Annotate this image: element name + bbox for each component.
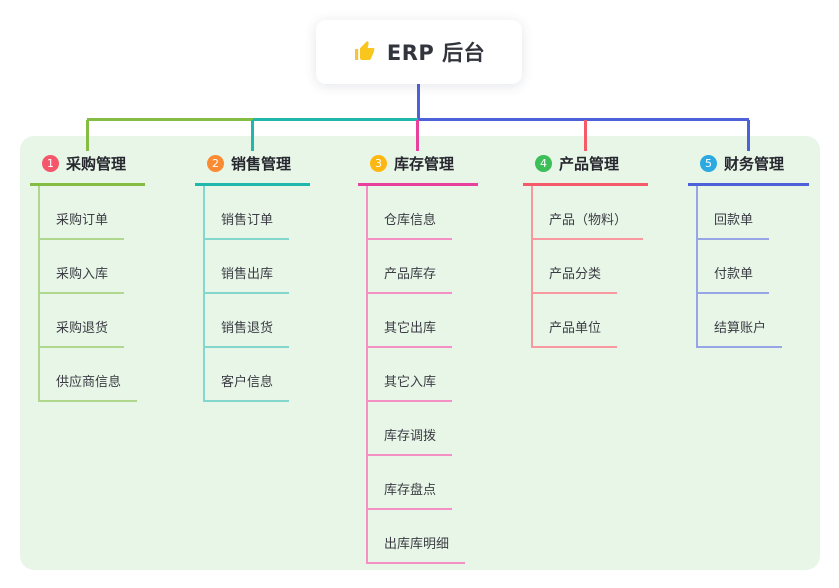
branch-title-label: 产品管理 <box>559 155 620 173</box>
branch-column: 5 财务管理 回款单付款单结算账户 <box>688 146 809 348</box>
branch-node[interactable]: 2 销售管理 <box>195 146 310 186</box>
branch-children: 产品（物料） 产品分类产品单位 <box>531 186 648 348</box>
child-node[interactable]: 产品单位 <box>533 317 618 348</box>
child-row: 客户信息 <box>205 348 310 402</box>
child-row: 采购入库 <box>40 240 145 294</box>
child-row: 回款单 <box>698 186 809 240</box>
child-row: 结算账户 <box>698 294 809 348</box>
child-row: 库存调拨 <box>368 402 478 456</box>
connector-root-stem <box>417 84 420 121</box>
child-row: 产品分类 <box>533 240 648 294</box>
branch-children: 回款单付款单结算账户 <box>696 186 809 348</box>
child-row: 付款单 <box>698 240 809 294</box>
connector-branch-drop <box>416 120 419 151</box>
child-node[interactable]: 供应商信息 <box>40 371 138 402</box>
branch-title-label: 采购管理 <box>66 155 127 173</box>
connector-bus-segment <box>87 118 253 121</box>
branch-node[interactable]: 1 采购管理 <box>30 146 145 186</box>
branch-children: 销售订单销售出库销售退货客户信息 <box>203 186 310 402</box>
branch-title-label: 库存管理 <box>394 155 455 173</box>
child-node[interactable]: 结算账户 <box>698 317 783 348</box>
child-node[interactable]: 库存调拨 <box>368 425 453 456</box>
branch-title-label: 销售管理 <box>231 155 292 173</box>
branch-number-badge: 2 <box>207 155 224 172</box>
branch-column: 1 采购管理 采购订单采购入库采购退货供应商信息 <box>30 146 145 402</box>
child-row: 产品（物料） <box>533 186 648 240</box>
child-node[interactable]: 采购入库 <box>40 263 125 294</box>
child-node[interactable]: 付款单 <box>698 263 770 294</box>
child-row: 采购订单 <box>40 186 145 240</box>
connector-bus-segment <box>418 118 749 121</box>
branch-column: 2 销售管理 销售订单销售出库销售退货客户信息 <box>195 146 310 402</box>
child-node[interactable]: 产品分类 <box>533 263 618 294</box>
child-node[interactable]: 回款单 <box>698 209 770 240</box>
child-node[interactable]: 销售出库 <box>205 263 290 294</box>
child-node[interactable]: 出库库明细 <box>368 533 466 564</box>
branch-node[interactable]: 3 库存管理 <box>358 146 478 186</box>
connector-branch-drop <box>86 120 89 151</box>
child-node[interactable]: 销售订单 <box>205 209 290 240</box>
branch-number-badge: 1 <box>42 155 59 172</box>
child-node[interactable]: 客户信息 <box>205 371 290 402</box>
branches-panel <box>20 136 820 570</box>
connector-branch-drop <box>747 120 750 151</box>
connector-branch-drop <box>251 120 254 151</box>
child-node[interactable]: 其它出库 <box>368 317 453 348</box>
child-row: 供应商信息 <box>40 348 145 402</box>
child-row: 其它入库 <box>368 348 478 402</box>
root-title: ERP 后台 <box>386 41 486 65</box>
child-row: 出库库明细 <box>368 510 478 564</box>
child-row: 采购退货 <box>40 294 145 348</box>
branch-children: 采购订单采购入库采购退货供应商信息 <box>38 186 145 402</box>
branch-column: 4 产品管理 产品（物料） 产品分类产品单位 <box>523 146 648 348</box>
child-row: 销售退货 <box>205 294 310 348</box>
child-node[interactable]: 其它入库 <box>368 371 453 402</box>
branch-title-label: 财务管理 <box>724 155 785 173</box>
child-node[interactable]: 采购订单 <box>40 209 125 240</box>
child-node[interactable]: 采购退货 <box>40 317 125 348</box>
child-node[interactable]: 库存盘点 <box>368 479 453 510</box>
child-node[interactable]: 产品库存 <box>368 263 453 294</box>
branch-node[interactable]: 4 产品管理 <box>523 146 648 186</box>
thumbs-up-icon <box>354 41 375 60</box>
child-row: 库存盘点 <box>368 456 478 510</box>
child-node[interactable]: 产品（物料） <box>533 209 644 240</box>
child-row: 产品库存 <box>368 240 478 294</box>
root-node[interactable]: ERP 后台 <box>316 20 522 84</box>
child-row: 销售出库 <box>205 240 310 294</box>
branch-children: 仓库信息产品库存其它出库其它入库库存调拨库存盘点出库库明细 <box>366 186 478 564</box>
branch-number-badge: 4 <box>535 155 552 172</box>
connector-branch-drop <box>584 120 587 151</box>
child-node[interactable]: 销售退货 <box>205 317 290 348</box>
child-row: 其它出库 <box>368 294 478 348</box>
branch-number-badge: 3 <box>370 155 387 172</box>
child-row: 产品单位 <box>533 294 648 348</box>
child-row: 销售订单 <box>205 186 310 240</box>
branch-column: 3 库存管理 仓库信息产品库存其它出库其它入库库存调拨库存盘点出库库明细 <box>358 146 478 564</box>
child-row: 仓库信息 <box>368 186 478 240</box>
connector-bus-segment <box>253 118 418 121</box>
branch-number-badge: 5 <box>700 155 717 172</box>
child-node[interactable]: 仓库信息 <box>368 209 453 240</box>
branch-node[interactable]: 5 财务管理 <box>688 146 809 186</box>
